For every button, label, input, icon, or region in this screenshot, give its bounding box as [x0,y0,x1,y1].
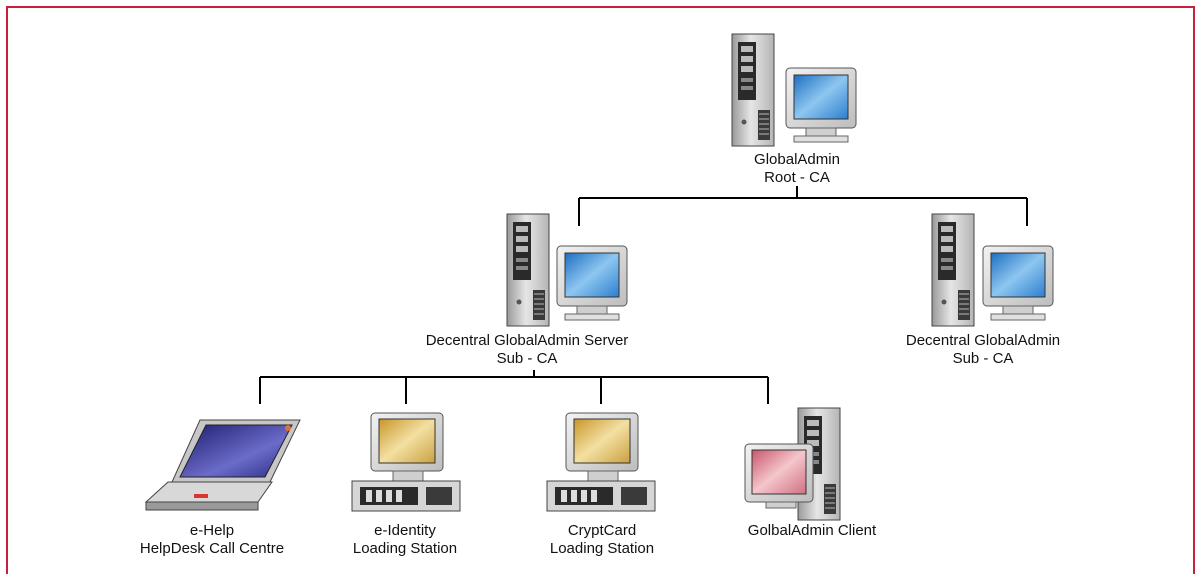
node-eidentity-title: e-Identity [374,522,436,539]
node-sub-left-title: Decentral GlobalAdmin Server [425,332,629,349]
client-workstation-icon [744,407,841,521]
node-sub-left-role: Sub - CA [496,350,558,367]
node-root-role: Root - CA [764,169,830,186]
node-sub-left-label: Decentral GlobalAdmin Server Sub - CA [426,332,629,368]
node-eidentity-label: e-Identity Loading Station [353,522,457,558]
node-cryptcard-role: Loading Station [549,540,655,557]
node-cryptcard-label: CryptCard Loading Station [550,522,654,558]
node-eidentity-role: Loading Station [352,540,458,557]
server-workstation-icon [506,213,628,327]
connector-lines [259,186,1028,404]
server-workstation-icon [731,33,857,147]
diagram-frame [6,6,1195,574]
node-sub-right-role: Sub - CA [952,350,1014,367]
node-cryptcard-title: CryptCard [567,522,637,539]
node-root-label: GlobalAdmin Root - CA [754,151,840,187]
node-ehelp-label: e-Help HelpDesk Call Centre [140,522,284,558]
node-ehelp-title: e-Help [189,522,235,539]
node-root-title: GlobalAdmin [754,151,840,168]
desktop-station-icon [546,412,656,512]
server-workstation-icon [931,213,1054,327]
node-sub-right-title: Decentral GlobalAdmin [905,332,1061,349]
node-client-title: GolbalAdmin Client [747,522,877,539]
desktop-station-icon [351,412,461,512]
node-client-label: GolbalAdmin Client [748,522,876,540]
node-ehelp-role: HelpDesk Call Centre [139,540,285,557]
node-sub-right-label: Decentral GlobalAdmin Sub - CA [906,332,1060,368]
laptop-icon [144,419,301,511]
